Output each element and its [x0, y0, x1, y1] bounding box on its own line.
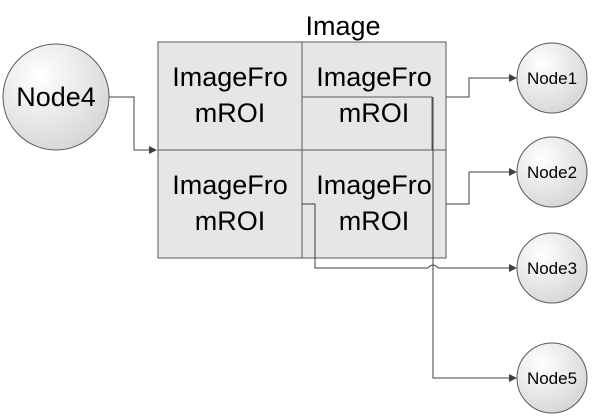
cell-bottom-left [157, 149, 303, 259]
cell-bottom-left-line1: ImageFro [172, 170, 288, 200]
edge-roi-node5 [432, 97, 517, 382]
cell-top-left [157, 41, 303, 151]
cell-top-left-line1: ImageFro [172, 62, 288, 92]
cell-top-right [301, 41, 447, 151]
cell-bottom-right [301, 149, 447, 259]
cell-bottom-right-line2: mROI [339, 206, 410, 236]
node4-label: Node4 [16, 82, 96, 112]
edge-grid-node1 [446, 74, 517, 98]
edge-grid-node2 [446, 168, 517, 205]
edge-roi-node3 [302, 203, 428, 269]
node3: Node3 [516, 232, 588, 304]
node5-label: Node5 [527, 369, 577, 388]
connectors [109, 74, 517, 382]
node2-label: Node2 [527, 163, 577, 182]
node1-label: Node1 [527, 69, 577, 88]
node2: Node2 [516, 136, 588, 208]
node5: Node5 [516, 342, 588, 414]
node1: Node1 [516, 42, 588, 114]
node4: Node4 [2, 43, 110, 151]
edge-node4-grid [109, 96, 157, 154]
cell-bottom-right-line1: ImageFro [316, 170, 432, 200]
cell-bottom-left-line2: mROI [195, 206, 266, 236]
image-grid [157, 41, 447, 259]
node3-label: Node3 [527, 259, 577, 278]
cell-top-left-line2: mROI [195, 98, 266, 128]
cell-top-right-line2: mROI [339, 98, 410, 128]
roi-top-right [301, 96, 433, 151]
cell-top-right-line1: ImageFro [316, 62, 432, 92]
image-title: Image [305, 11, 380, 41]
